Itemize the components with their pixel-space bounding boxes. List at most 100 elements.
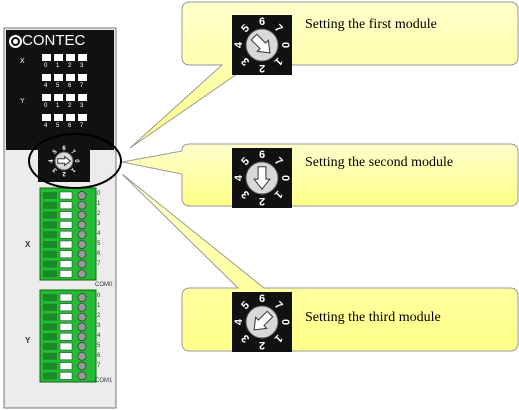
led-square <box>54 114 63 121</box>
dial-digit: 6 <box>62 146 66 152</box>
terminal-number: 4 <box>97 333 101 339</box>
led-square <box>42 114 51 121</box>
terminal-clamp <box>59 191 73 200</box>
brand-name: CONTEC <box>22 32 86 49</box>
terminal-clamp <box>59 221 73 229</box>
switch-highlight-ellipse <box>28 133 122 189</box>
dial-digit: 7 <box>69 149 76 156</box>
terminal-screw <box>77 240 87 249</box>
terminal-clamp <box>59 240 73 249</box>
terminal-number: 7 <box>97 261 101 267</box>
terminal-screw <box>77 230 87 240</box>
terminal-number: 3 <box>97 221 101 227</box>
terminal-com1-label: COM1 <box>95 378 113 384</box>
terminal-clamp <box>59 352 73 361</box>
terminal-screw <box>77 259 87 269</box>
terminal-number: 0 <box>97 191 101 197</box>
terminal-screw <box>77 220 87 230</box>
terminal-number: 4 <box>97 231 101 237</box>
led-square <box>78 54 87 61</box>
terminal-screw <box>77 312 87 322</box>
terminal-clamp <box>59 372 73 380</box>
terminal-clamp <box>59 342 73 351</box>
dial-digit: 4 <box>233 318 245 325</box>
terminal-clamp <box>59 303 73 312</box>
side-y-label: Y <box>25 336 31 345</box>
terminal-screw <box>77 191 87 200</box>
dial-digit: 4 <box>233 41 245 48</box>
callout-1-text: Setting the first module <box>305 17 437 32</box>
led-square <box>54 74 63 81</box>
led-square <box>54 54 63 61</box>
callout-2-shape <box>121 143 519 207</box>
dial-digit: 1 <box>69 166 76 173</box>
terminal-number: 1 <box>97 303 101 309</box>
terminal-slot <box>43 211 57 219</box>
dial-digit: 6 <box>259 16 265 28</box>
terminal-clamp <box>59 230 73 239</box>
terminal-slot <box>43 333 57 341</box>
led-square <box>78 94 87 101</box>
terminal-clamp <box>59 332 73 341</box>
led-number: 1 <box>56 103 60 109</box>
led-number: 5 <box>56 83 60 89</box>
row-x-label: X <box>20 58 25 65</box>
terminal-screw <box>77 269 87 279</box>
terminal-screw <box>77 249 87 259</box>
terminal-screw <box>77 332 87 342</box>
led-square <box>78 74 87 81</box>
led-number: 0 <box>44 63 48 69</box>
terminal-number: 3 <box>97 323 101 329</box>
dial-digit: 6 <box>259 293 265 305</box>
led-number: 2 <box>68 103 72 109</box>
dial-digit: 0 <box>279 319 291 325</box>
terminal-slot <box>43 343 57 350</box>
callout-2-text: Setting the second module <box>305 155 454 170</box>
dial-digit: 0 <box>279 42 291 48</box>
dial-digit: 2 <box>259 62 265 74</box>
terminal-screw <box>77 293 87 302</box>
terminal-screw <box>77 371 87 381</box>
terminal-slot <box>43 323 57 331</box>
terminal-clamp <box>59 250 73 259</box>
terminal-screw <box>77 361 87 371</box>
terminal-number: 5 <box>97 241 101 247</box>
led-square <box>66 74 75 81</box>
led-panel <box>6 30 114 150</box>
callout-3-shape <box>121 173 519 352</box>
terminal-slot <box>43 270 57 278</box>
led-number: 6 <box>68 123 72 129</box>
terminal-slot <box>43 192 57 199</box>
terminal-slot <box>43 362 57 370</box>
dial-digit: 2 <box>62 170 66 176</box>
terminal-slot <box>43 250 57 258</box>
terminal-slot <box>43 294 57 301</box>
dial-digit: 5 <box>52 149 59 156</box>
terminal-number: 1 <box>97 201 101 207</box>
dial-digit: 4 <box>233 174 245 181</box>
terminal-number: 6 <box>97 353 101 359</box>
terminal-screw <box>77 210 87 220</box>
terminal-screw <box>77 322 87 332</box>
terminal-number: 5 <box>97 343 101 349</box>
terminal-clamp <box>59 313 73 321</box>
dial-digit: 0 <box>279 175 291 181</box>
terminal-number: 0 <box>97 293 101 299</box>
terminal-com0-label: COM0 <box>95 282 113 288</box>
led-square <box>78 114 87 121</box>
led-number: 4 <box>44 83 48 89</box>
terminal-slot <box>43 241 57 248</box>
callout-3-text: Setting the third module <box>305 310 441 325</box>
led-number: 3 <box>80 63 84 69</box>
led-number: 3 <box>80 103 84 109</box>
led-indicators <box>42 54 87 121</box>
terminal-clamp <box>59 293 73 302</box>
terminal-slot <box>43 221 57 229</box>
led-square <box>66 114 75 121</box>
side-x-label: X <box>25 240 31 249</box>
led-square <box>54 94 63 101</box>
